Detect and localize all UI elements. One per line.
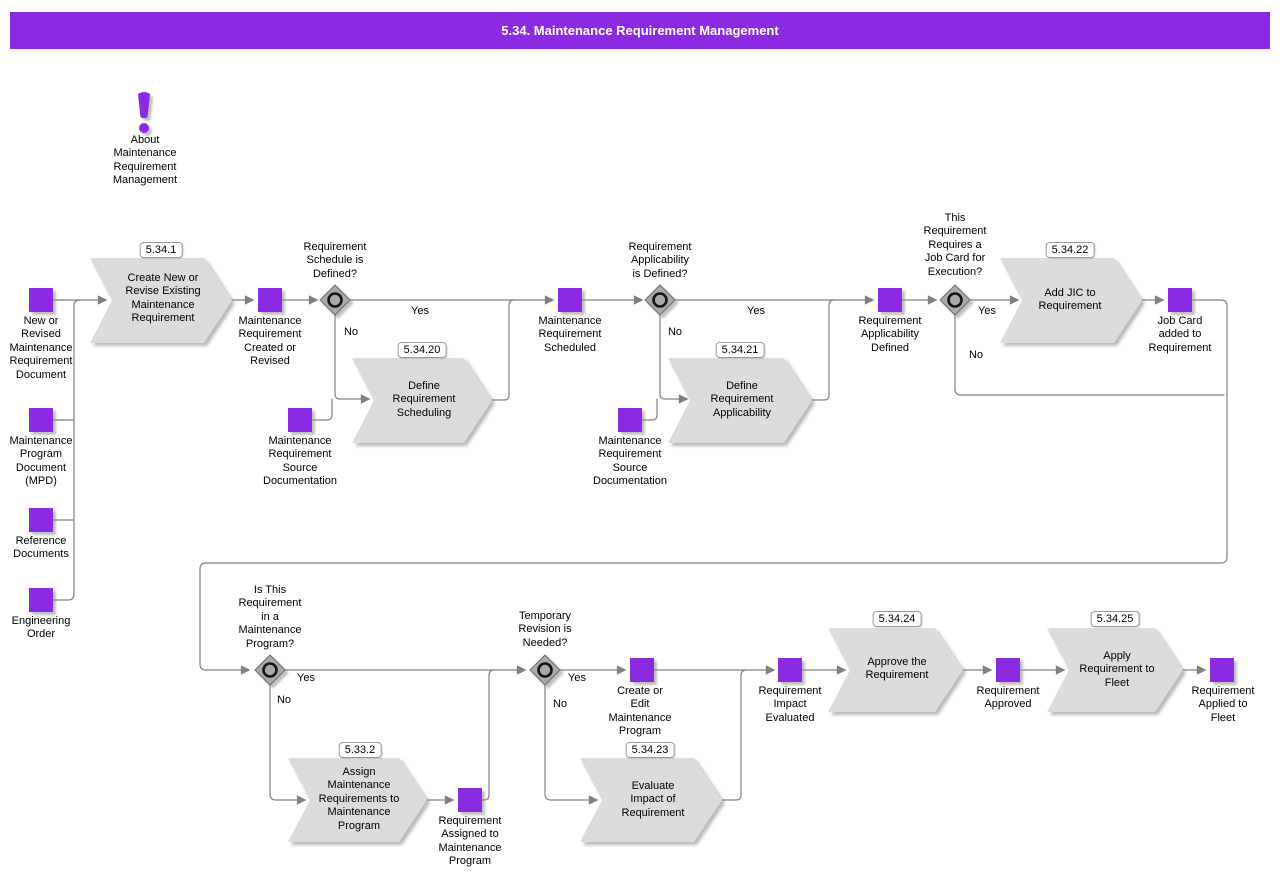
state-square-source-documentation-1 [288,408,312,432]
state-label-approved: Requirement Approved [976,685,1040,711]
process-shape-define-requirement-applicability[interactable] [668,358,812,443]
decision-question-in-maintenance-program: Is This Requirement in a Maintenance Pro… [238,584,302,650]
state-square-assigned-to-program [458,788,482,812]
connector-no3 [954,313,1225,396]
input-label-new-or-revised-document: New or Revised Maintenance Requirement D… [9,315,73,381]
branch-label-no-2: No [667,326,683,338]
exclamation-icon[interactable] [138,92,150,133]
decision-question-requires-job-card: This Requirement Requires a Job Card for… [923,212,987,278]
process-badge-5-34-20[interactable]: 5.34.20 [397,342,447,358]
branch-label-no-1: No [343,326,359,338]
connector-lines [52,295,1228,805]
process-badge-5-34-25[interactable]: 5.34.25 [1090,611,1140,627]
process-badge-5-34-21[interactable]: 5.34.21 [715,342,765,358]
connector-no5 [544,683,599,805]
process-badge-5-33-2[interactable]: 5.33.2 [338,742,382,758]
process-shape-assign-to-maintenance-program[interactable] [288,758,427,842]
state-squares [29,288,1234,812]
process-label-apply-to-fleet: Apply Requirement to Fleet [1079,650,1155,689]
connector-no1 [334,313,371,404]
branch-label-yes-5: Yes [568,672,586,684]
branch-label-yes-3: Yes [978,305,996,317]
process-shape-create-new-or-revise[interactable] [90,258,232,343]
process-label-assign-to-program: Assign Maintenance Requirements to Maint… [318,766,400,832]
connector-no4 [269,683,307,805]
connector-no2 [659,313,689,404]
state-square-job-card-added [1168,288,1192,312]
state-label-job-card-added: Job Card added to Requirement [1148,315,1212,354]
state-label-applicability-defined: Requirement Applicability Defined [858,315,922,354]
state-square-applicability-defined [878,288,902,312]
branch-label-no-4: No [276,694,292,706]
decision-question-schedule-defined: Requirement Schedule is Defined? [303,241,367,280]
process-badge-5-34-1[interactable]: 5.34.1 [139,242,183,258]
process-label-define-scheduling: Define Requirement Scheduling [392,380,456,419]
connector-wrap-to-row2 [199,299,1228,675]
state-label-scheduled: Maintenance Requirement Scheduled [538,315,602,354]
input-label-mpd: Maintenance Program Document (MPD) [9,435,73,488]
process-badge-5-34-22[interactable]: 5.34.22 [1045,242,1095,258]
process-label-approve: Approve the Requirement [865,656,929,682]
state-square-new-or-revised-document [29,288,53,312]
branch-label-yes-1: Yes [411,305,429,317]
state-label-impact-evaluated: Requirement Impact Evaluated [758,685,822,724]
connector-source2 [641,398,658,421]
branch-label-no-3: No [968,349,984,361]
process-badge-5-34-23[interactable]: 5.34.23 [625,742,675,758]
process-label-define-applicability: Define Requirement Applicability [710,380,774,419]
process-shape-add-jic[interactable] [1000,258,1142,343]
process-shape-approve-requirement[interactable] [828,628,963,712]
state-square-scheduled [558,288,582,312]
process-label-evaluate-impact: Evaluate Impact of Requirement [621,780,685,819]
title-bar: 5.34. Maintenance Requirement Management [10,12,1270,49]
page-title: 5.34. Maintenance Requirement Management [501,23,779,38]
decision-diamonds [254,284,971,686]
decision-applicability-defined [644,284,676,316]
state-label-source-documentation-1: Maintenance Requirement Source Documenta… [263,435,337,488]
state-label-source-documentation-2: Maintenance Requirement Source Documenta… [593,435,667,488]
connector-inputs-trunk [52,299,81,601]
branch-label-yes-4: Yes [297,672,315,684]
connector-assigned-return [481,669,495,801]
branch-label-no-5: No [552,698,568,710]
state-square-engineering-order [29,588,53,612]
connector-applicability-return [811,299,835,401]
decision-requires-job-card [939,284,971,316]
state-label-create-edit-program: Create or Edit Maintenance Program [608,685,672,738]
process-badge-5-34-24[interactable]: 5.34.24 [872,611,922,627]
process-shape-define-requirement-scheduling[interactable] [352,358,492,443]
state-square-applied-to-fleet [1210,658,1234,682]
decision-question-applicability-defined: Requirement Applicability is Defined? [628,241,692,280]
process-label-create-new-or-revise: Create New or Revise Existing Maintenanc… [125,272,201,325]
branch-label-yes-2: Yes [747,305,765,317]
input-label-reference-documents: Reference Documents [13,535,69,561]
connector-scheduling-return [491,299,515,401]
input-label-engineering-order: Engineering Order [11,615,71,641]
state-square-mpd [29,408,53,432]
about-link[interactable]: About Maintenance Requirement Management [112,134,178,187]
state-square-source-documentation-2 [618,408,642,432]
decision-temporary-revision [529,654,561,686]
decision-schedule-defined [319,284,351,316]
decision-question-temporary-revision: Temporary Revision is Needed? [518,610,572,649]
state-square-reference-documents [29,508,53,532]
state-square-impact-evaluated [778,658,802,682]
connector-evaluate-return [721,669,747,801]
connector-source1 [311,398,333,421]
state-square-created-or-revised [258,288,282,312]
state-label-created-or-revised: Maintenance Requirement Created or Revis… [238,315,302,368]
process-label-add-jic: Add JIC to Requirement [1038,287,1102,313]
state-label-applied-to-fleet: Requirement Applied to Fleet [1191,685,1255,724]
process-shape-evaluate-impact[interactable] [580,758,722,842]
process-shapes [90,258,1183,842]
state-square-approved [996,658,1020,682]
state-label-assigned-to-program: Requirement Assigned to Maintenance Prog… [438,815,502,868]
state-square-create-edit-program [630,658,654,682]
process-shape-apply-to-fleet[interactable] [1047,628,1183,712]
decision-in-maintenance-program [254,654,286,686]
